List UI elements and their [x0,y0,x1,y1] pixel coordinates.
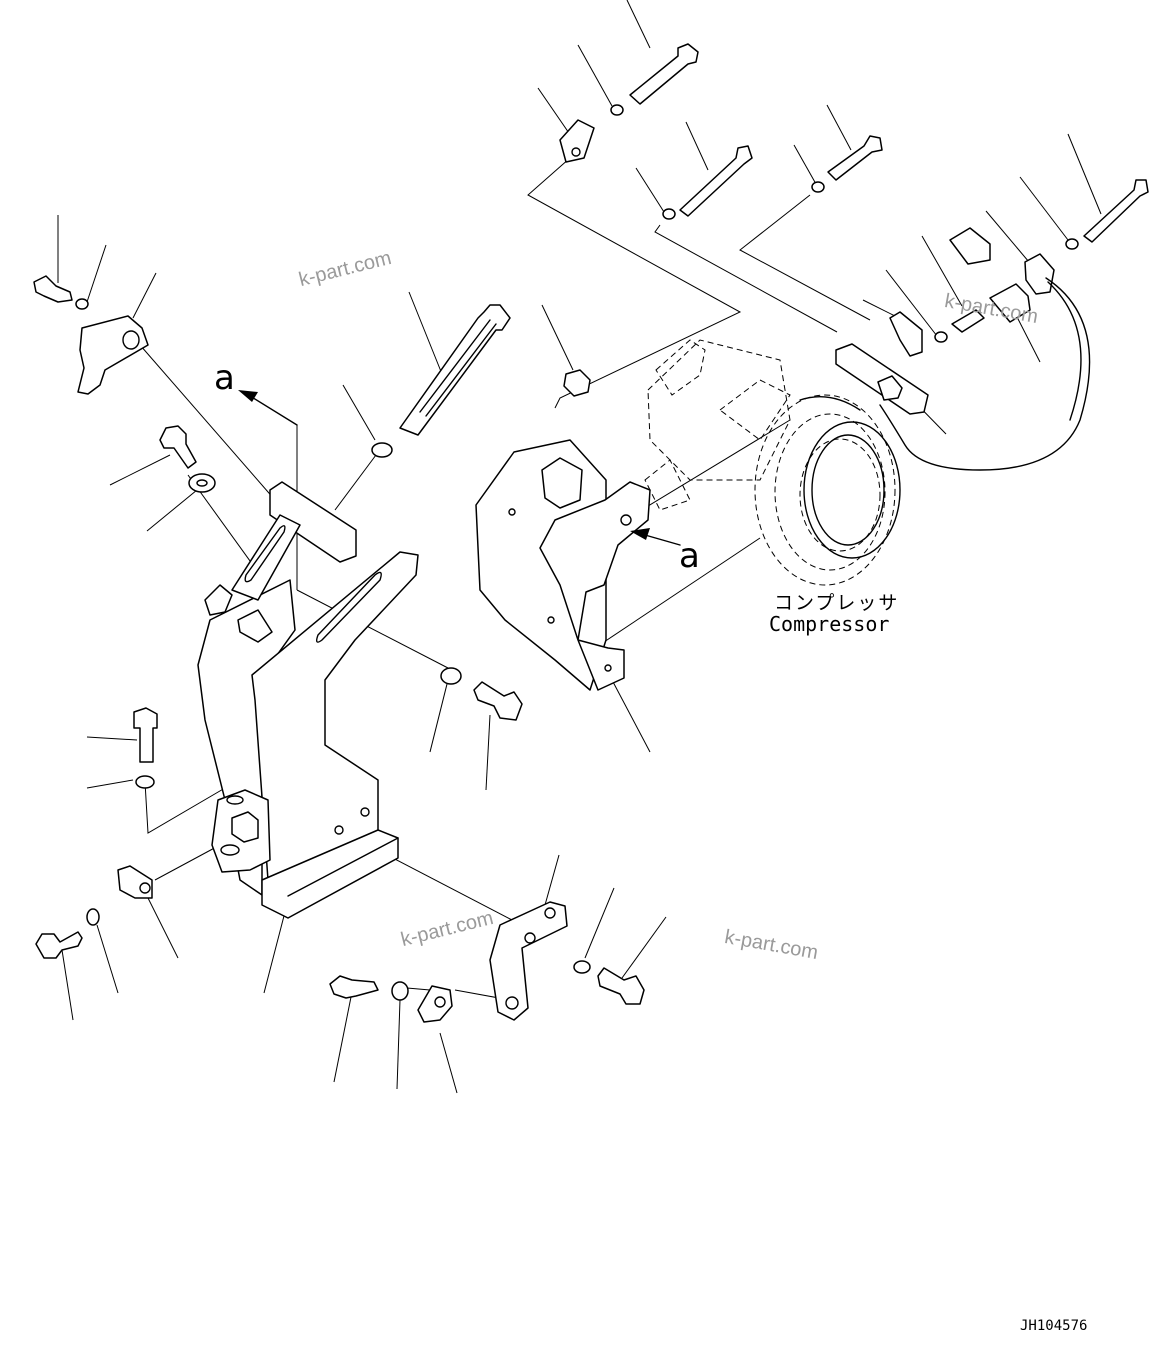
component-label-en: Compressor [769,612,890,636]
reference-arrows [238,390,681,546]
component-label-jp: コンプレッサ [774,592,900,614]
left-bracket-assembly [33,275,523,959]
drawing-number: JH104576 [1020,1318,1088,1334]
leader-lines [57,0,1102,1094]
arrow-head-right [630,528,650,540]
arrow-head-left [238,390,258,402]
reference-mark-right: a [679,536,700,576]
lower-bracket-parts [329,901,645,1023]
reference-mark-left: a [214,358,235,398]
assembly-guide-lines [139,157,871,1001]
compressor-bracket [475,43,1149,691]
